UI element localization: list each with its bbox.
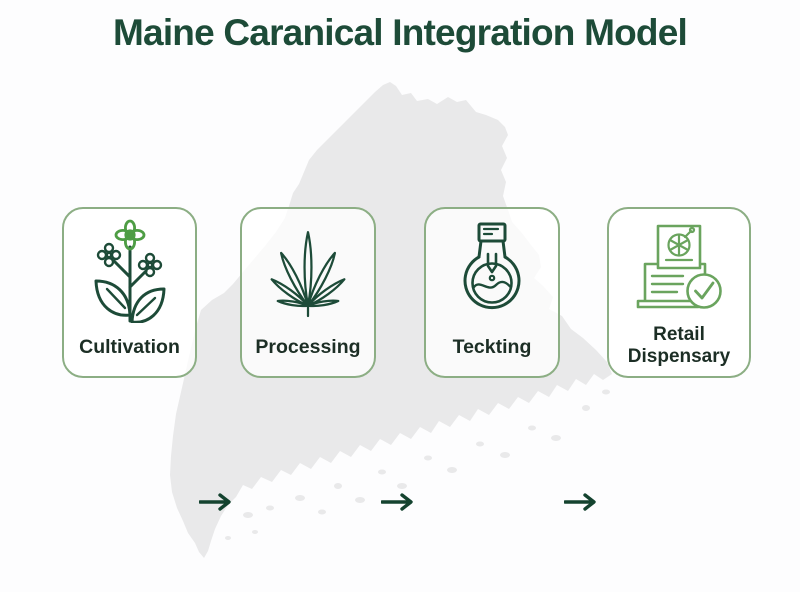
leaf-emblem — [664, 227, 696, 262]
checkmark — [694, 281, 715, 300]
flask-icon — [451, 216, 533, 326]
top-flower — [114, 219, 145, 251]
step-label-cultivation: Cultivation — [79, 335, 180, 358]
small-flower-right — [137, 252, 162, 278]
step-testing: Teckting — [424, 207, 560, 378]
step-cultivation: Cultivation — [62, 207, 197, 378]
flow-arrow-icon — [199, 493, 231, 511]
step-processing: Processing — [240, 207, 376, 378]
step-label-testing: Teckting — [452, 335, 532, 358]
cannabis-leaf-icon — [261, 216, 355, 326]
step-label-retail: Retail Dispensary — [627, 324, 731, 368]
plant-flower-icon — [87, 216, 173, 326]
step-retail-dispensary: Retail Dispensary — [607, 207, 751, 378]
process-flow: Cultivation Processing — [0, 207, 800, 511]
step-label-processing: Processing — [255, 335, 361, 358]
small-flower-left — [96, 242, 121, 268]
receipt-check-icon — [633, 216, 725, 324]
page-title: Maine Caranical Integration Model — [113, 12, 688, 53]
coastal-islands — [225, 389, 610, 540]
flow-arrow-icon — [381, 493, 413, 511]
flow-arrow-icon — [564, 493, 596, 511]
